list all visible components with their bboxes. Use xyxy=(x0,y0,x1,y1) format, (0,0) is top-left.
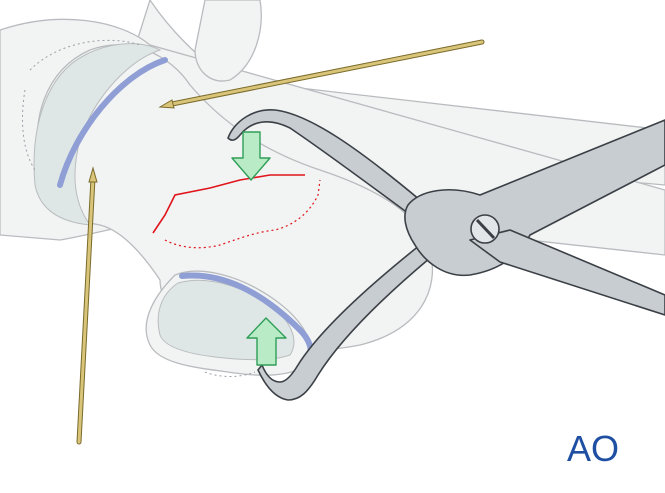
ao-logo: AO xyxy=(567,428,619,468)
fracture-line-solid xyxy=(152,174,305,234)
compression-arrow-down-icon xyxy=(231,131,271,181)
dotted-outline-lower xyxy=(204,371,256,377)
dotted-outline xyxy=(21,39,141,171)
k-wire-vertical xyxy=(76,166,98,445)
cartilage-band-left xyxy=(57,57,168,188)
fracture xyxy=(152,174,321,249)
fibula-head xyxy=(194,0,262,82)
forceps-hinge xyxy=(404,119,665,277)
wire-tip xyxy=(158,99,175,109)
k-wire-horizontal xyxy=(158,39,485,109)
ao-logo-text: AO xyxy=(567,428,619,468)
compression-arrow-up-icon xyxy=(246,317,287,366)
wire-tip-vertical xyxy=(88,166,98,183)
forceps-handle-lower xyxy=(469,229,665,316)
reduction-forceps-icon xyxy=(227,109,665,401)
